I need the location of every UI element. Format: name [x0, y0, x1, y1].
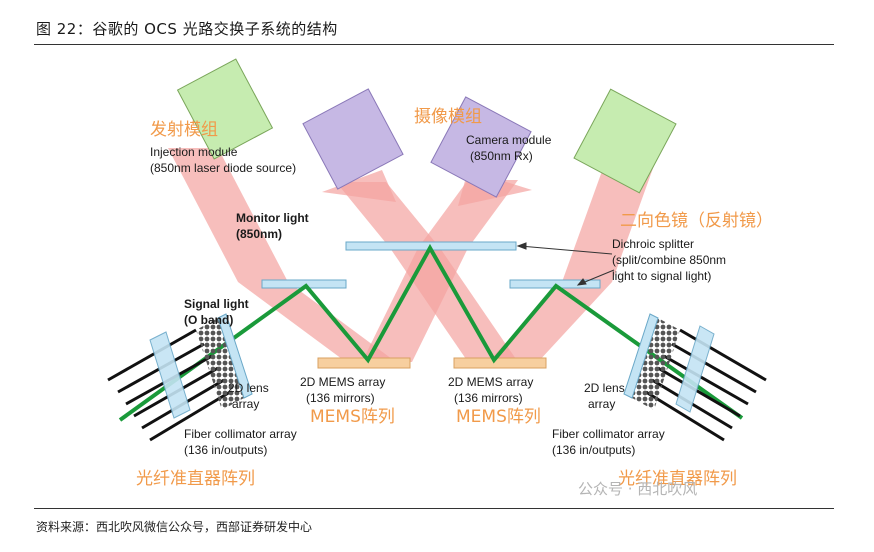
- mems-left-cn: MEMS阵列: [310, 407, 395, 427]
- fiber-collimator-left: [107, 313, 253, 442]
- beam-up-left: [336, 182, 440, 248]
- beam-left-upper: [168, 148, 288, 282]
- injection-box: [176, 58, 274, 160]
- dichroic-en3: light to signal light): [612, 269, 711, 283]
- lens-right-label-1: 2D lens: [584, 381, 625, 395]
- top-rule: [34, 44, 834, 45]
- injection-en1: Injection module: [150, 145, 238, 159]
- lens-array-left: [196, 318, 244, 410]
- lens-array-right: [632, 318, 680, 410]
- fiber-left-label-2: (136 in/outputs): [184, 443, 267, 457]
- arrowhead-left: [322, 170, 396, 202]
- monitor-label-2: (850nm): [236, 227, 282, 241]
- camera-box: [430, 96, 532, 198]
- mems-left: [317, 357, 411, 369]
- mems-right-label-1: 2D MEMS array: [448, 375, 533, 389]
- dichroic-pointers: [516, 242, 615, 286]
- beam-center-right: [390, 248, 518, 362]
- monitor-label-1: Monitor light: [236, 211, 309, 225]
- fiber-right-cn: 光纤准直器阵列: [618, 469, 737, 489]
- signal-label-1: Signal light: [184, 297, 249, 311]
- fiber-left-label-1: Fiber collimator array: [184, 427, 297, 441]
- lens-right-label-2: array: [588, 397, 615, 411]
- camera-box-left: [302, 88, 404, 190]
- lens-left-label-1: 2D lens: [228, 381, 269, 395]
- dichroic-cn-label: 二向色镜（反射镜）: [620, 211, 773, 231]
- signal-path: [118, 243, 744, 422]
- injection-cn-label: 发射模组: [150, 120, 218, 140]
- bottom-rule: [34, 508, 834, 509]
- figure-title: 图 22：谷歌的 OCS 光路交换子系统的结构: [36, 20, 338, 38]
- fiber-right-label-2: (136 in/outputs): [552, 443, 635, 457]
- monitor-beams: [168, 148, 656, 362]
- source-note: 资料来源：西北吹风微信公众号，西部证券研发中心: [36, 520, 313, 534]
- camera-en2: (850nm Rx): [470, 149, 533, 163]
- right-module-box: [573, 88, 677, 194]
- watermark: 公众号 · 西北吹风: [578, 480, 698, 498]
- lens-left-label-2: array: [232, 397, 259, 411]
- fiber-left-cn: 光纤准直器阵列: [136, 469, 255, 489]
- mems-right: [453, 357, 547, 369]
- mems-left-label-2: (136 mirrors): [306, 391, 375, 405]
- dichroic-en2: (split/combine 850nm: [612, 253, 726, 267]
- camera-cn-label: 摄像模组: [414, 107, 482, 127]
- camera-en1: Camera module: [466, 133, 552, 147]
- mems-left-label-1: 2D MEMS array: [300, 375, 385, 389]
- injection-en2: (850nm laser diode source): [150, 161, 296, 175]
- fiber-right-label-1: Fiber collimator array: [552, 427, 665, 441]
- fiber-collimator-right: [623, 313, 767, 442]
- signal-label-2: (O band): [184, 313, 233, 327]
- beam-left-lower: [238, 282, 396, 362]
- mems-right-cn: MEMS阵列: [456, 407, 541, 427]
- mems-right-label-2: (136 mirrors): [454, 391, 523, 405]
- dichroic-en1: Dichroic splitter: [612, 237, 694, 251]
